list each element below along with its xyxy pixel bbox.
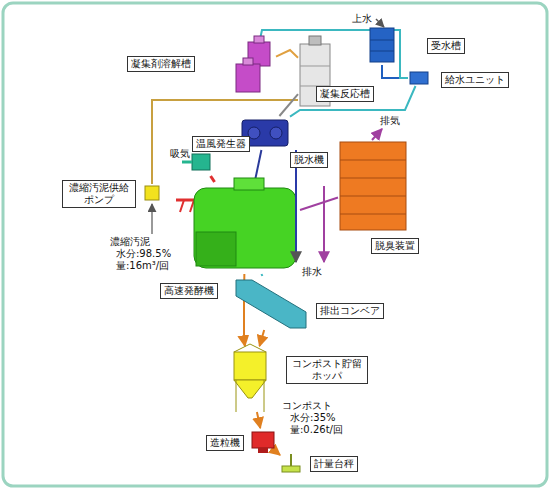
pipe-connector (257, 412, 260, 428)
conveyor (236, 280, 306, 328)
water-tank (370, 28, 394, 62)
equipment-node: 給水ユニット (408, 70, 430, 86)
pipe-connector (300, 197, 338, 209)
pipe-connector (255, 150, 262, 182)
pipe-connector (211, 176, 215, 182)
fermenter-side (196, 232, 236, 266)
annotation-text: 量:0.26t/回 (290, 424, 343, 436)
equipment-label: 計量台秤 (310, 456, 358, 472)
annotation-text: 濃縮汚泥 (110, 236, 150, 248)
tank-rib (300, 66, 330, 67)
equipment-label: 高速発酵機 (160, 283, 218, 299)
tank-motor (243, 58, 253, 65)
equipment-label: 造粒機 (206, 435, 244, 451)
equipment-node: 計量台秤 (280, 452, 302, 476)
fermenter-motor (234, 178, 264, 190)
equipment-node: 脱臭装置 (338, 140, 408, 232)
intake-pipe (182, 161, 192, 164)
equipment-label: コンポスト貯留 ホッパ (286, 356, 368, 384)
annotation-text: 上水 (352, 13, 372, 25)
granulator-base (258, 448, 268, 453)
pipe-connector (260, 330, 265, 346)
equipment-node: 温風発生器 (190, 150, 214, 176)
frame (3, 3, 547, 486)
equipment-node: 凝集剤溶解槽 (232, 38, 276, 96)
fermenter-body (194, 188, 296, 268)
equipment-label: 凝集反応槽 (316, 86, 374, 102)
annotation-text: コンポスト (282, 400, 332, 412)
equipment-node: 造粒機 (250, 428, 276, 454)
equipment-node: 高速発酵機 (190, 182, 300, 274)
equipment-label: 脱臭装置 (371, 238, 419, 254)
equipment-node: 脱水機 (240, 116, 290, 150)
pipe-connector (152, 100, 298, 184)
equipment-node: 排出コンベア (234, 276, 310, 330)
hopper-frame (234, 344, 266, 412)
drain-pipe (323, 186, 325, 262)
scale-platform (282, 466, 300, 472)
equipment-node: 凝集反応槽 (298, 38, 332, 110)
exhaust-arrow (372, 129, 382, 140)
inflow-arrow (376, 19, 384, 27)
hopper-cone (234, 380, 266, 398)
pipe-connector (261, 274, 264, 276)
tank-motor (254, 36, 264, 43)
tank-rib (370, 40, 394, 41)
equipment-label: 受水槽 (427, 38, 465, 54)
annotation-text: 排気 (380, 115, 400, 127)
equipment-node: 受水槽 (368, 25, 396, 65)
equipment-node: コンポスト貯留 ホッパ (228, 346, 272, 412)
equipment-label: 温風発生器 (192, 136, 250, 152)
annotation-text: 吸気 (170, 148, 190, 160)
tank-rib (370, 51, 394, 52)
pipe-connector (382, 65, 408, 78)
annotation-text: 排水 (302, 266, 322, 278)
annotation-text: 量:16m³/回 (116, 260, 169, 272)
deodorizer-body (340, 142, 406, 230)
scale-post (290, 454, 292, 466)
tank-body (236, 64, 260, 92)
pump-unit (410, 72, 428, 84)
equipment-label: 脱水機 (290, 152, 328, 168)
tank-motor (309, 36, 321, 45)
inflow-arrow (151, 204, 153, 234)
equipment-label: 濃縮汚泥供給 ポンプ (62, 180, 136, 208)
roller (270, 127, 282, 139)
hot-air-generator (192, 154, 210, 170)
sludge-pump (145, 186, 159, 200)
pipe-connector (276, 452, 280, 455)
equipment-node: 濃縮汚泥供給 ポンプ (143, 184, 161, 202)
pipe-connector (276, 50, 298, 58)
equipment-label: 凝集剤溶解槽 (127, 56, 195, 72)
annotation-text: 水分:35% (290, 412, 336, 424)
equipment-label: 排出コンベア (316, 303, 384, 319)
pipe-connector (279, 94, 298, 116)
deodorizer-band (340, 160, 406, 214)
granulator (252, 432, 274, 448)
hopper-body (234, 352, 266, 380)
equipment-label: 給水ユニット (441, 72, 509, 88)
annotation-text: 水分:98.5% (116, 248, 171, 260)
